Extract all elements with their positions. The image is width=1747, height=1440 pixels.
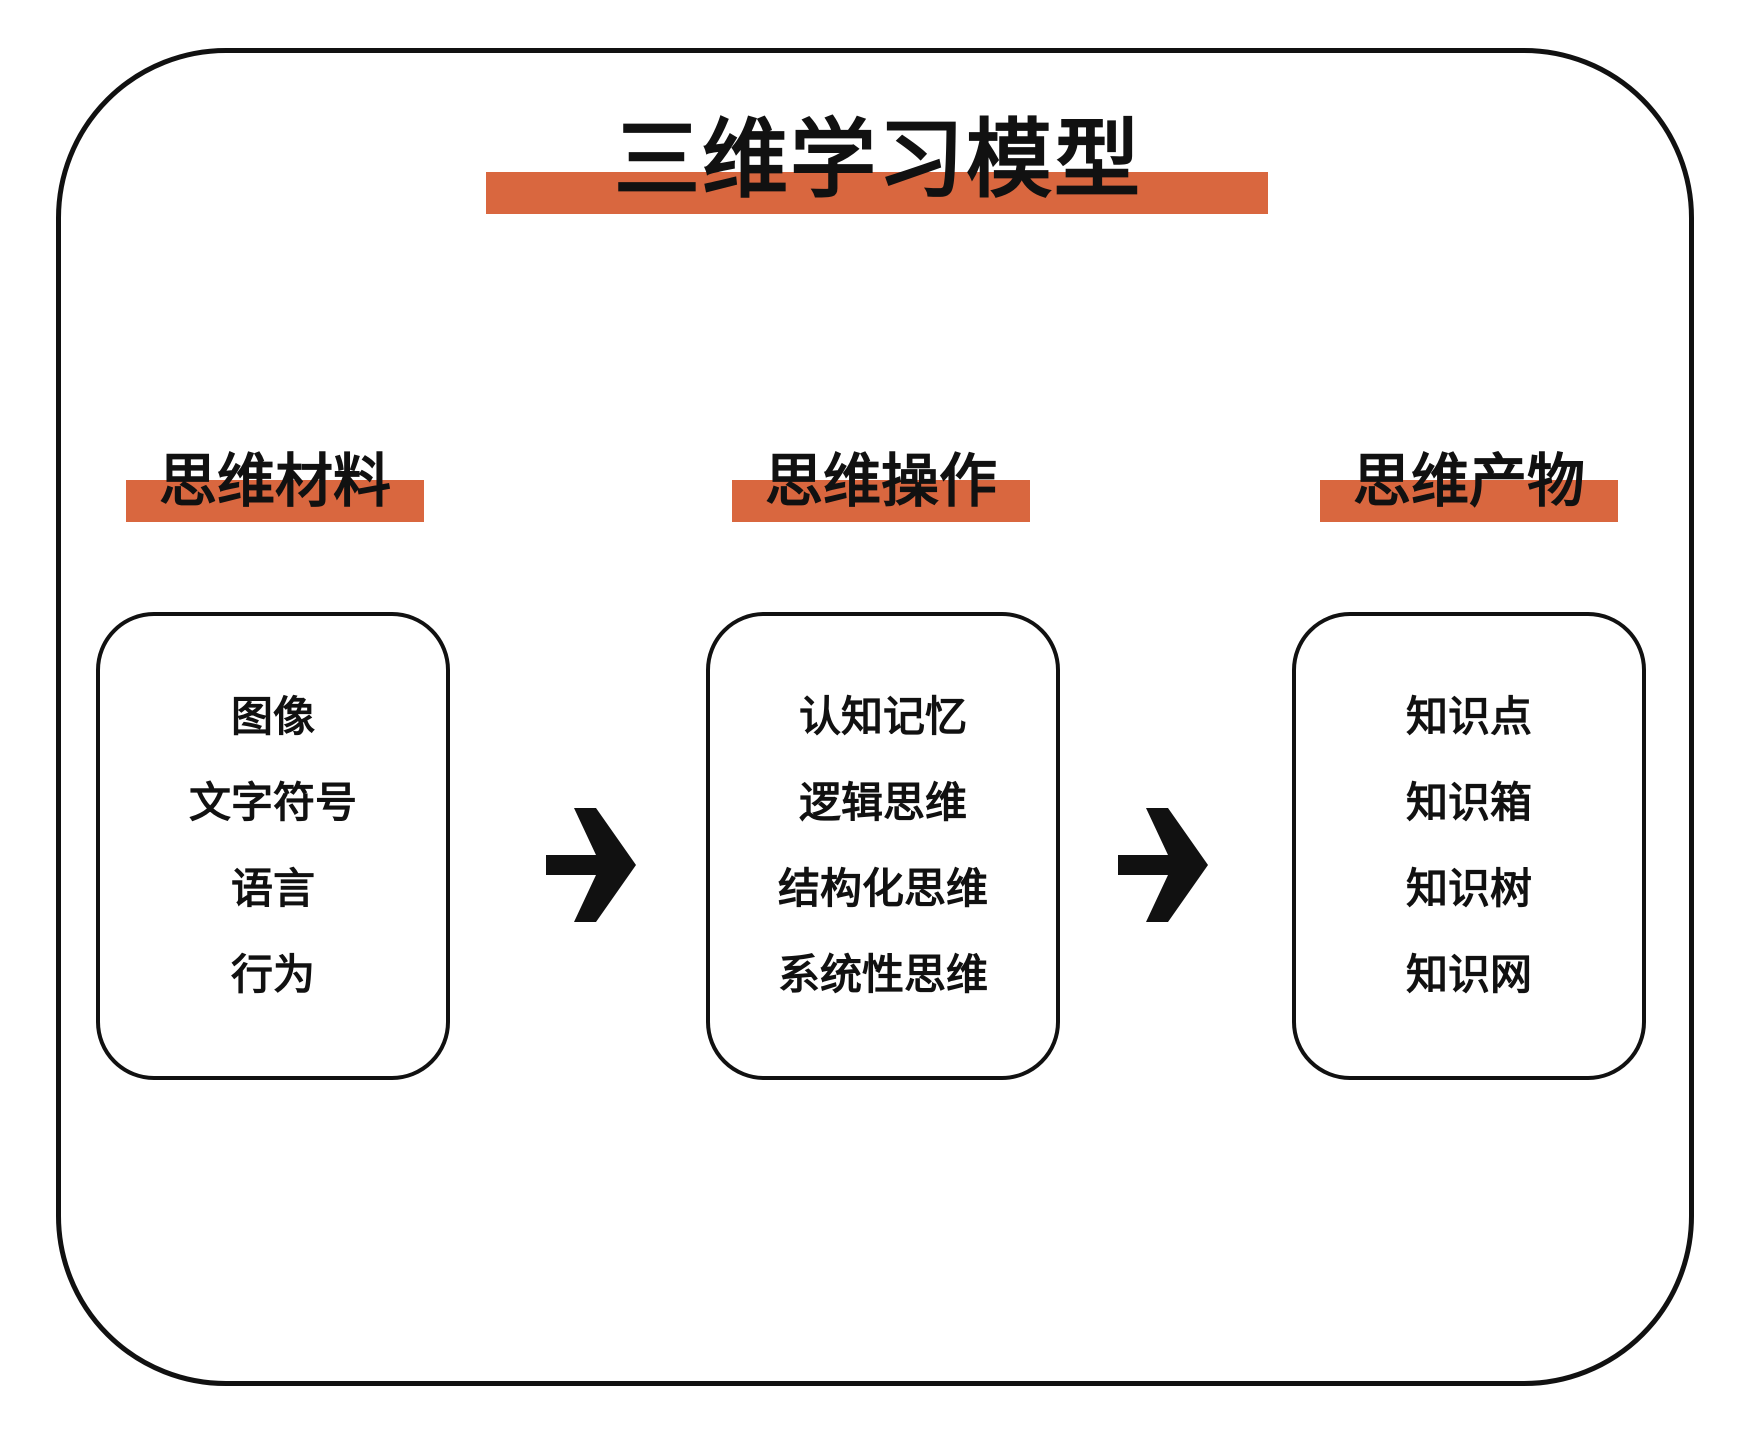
list-item: 认知记忆 — [798, 692, 967, 741]
materials-box: 图像 文字符号 语言 行为 — [96, 612, 450, 1080]
list-item: 结构化思维 — [777, 864, 988, 913]
column-heading-operations: 思维操作 — [764, 447, 997, 515]
list-item: 逻辑思维 — [798, 778, 967, 827]
list-item: 知识箱 — [1405, 778, 1532, 827]
list-item: 图像 — [230, 692, 315, 741]
list-item: 行为 — [230, 950, 315, 999]
list-item: 知识网 — [1405, 950, 1532, 999]
list-item: 文字符号 — [188, 778, 357, 827]
list-item: 知识树 — [1405, 864, 1532, 913]
column-heading-highlight — [732, 480, 1030, 522]
column-heading-highlight — [1320, 480, 1618, 522]
column-heading-products: 思维产物 — [1352, 447, 1585, 515]
diagram-title: 三维学习模型 — [614, 110, 1142, 210]
products-box: 知识点 知识箱 知识树 知识网 — [1292, 612, 1646, 1080]
diagram-frame — [56, 48, 1694, 1386]
arrow-right-icon — [1118, 808, 1208, 922]
column-heading-materials: 思维材料 — [158, 447, 391, 515]
column-heading-highlight — [126, 480, 424, 522]
title-highlight — [486, 172, 1268, 214]
operations-box: 认知记忆 逻辑思维 结构化思维 系统性思维 — [706, 612, 1060, 1080]
list-item: 语言 — [230, 864, 315, 913]
list-item: 知识点 — [1405, 692, 1532, 741]
arrow-right-icon — [546, 808, 636, 922]
list-item: 系统性思维 — [777, 950, 988, 999]
